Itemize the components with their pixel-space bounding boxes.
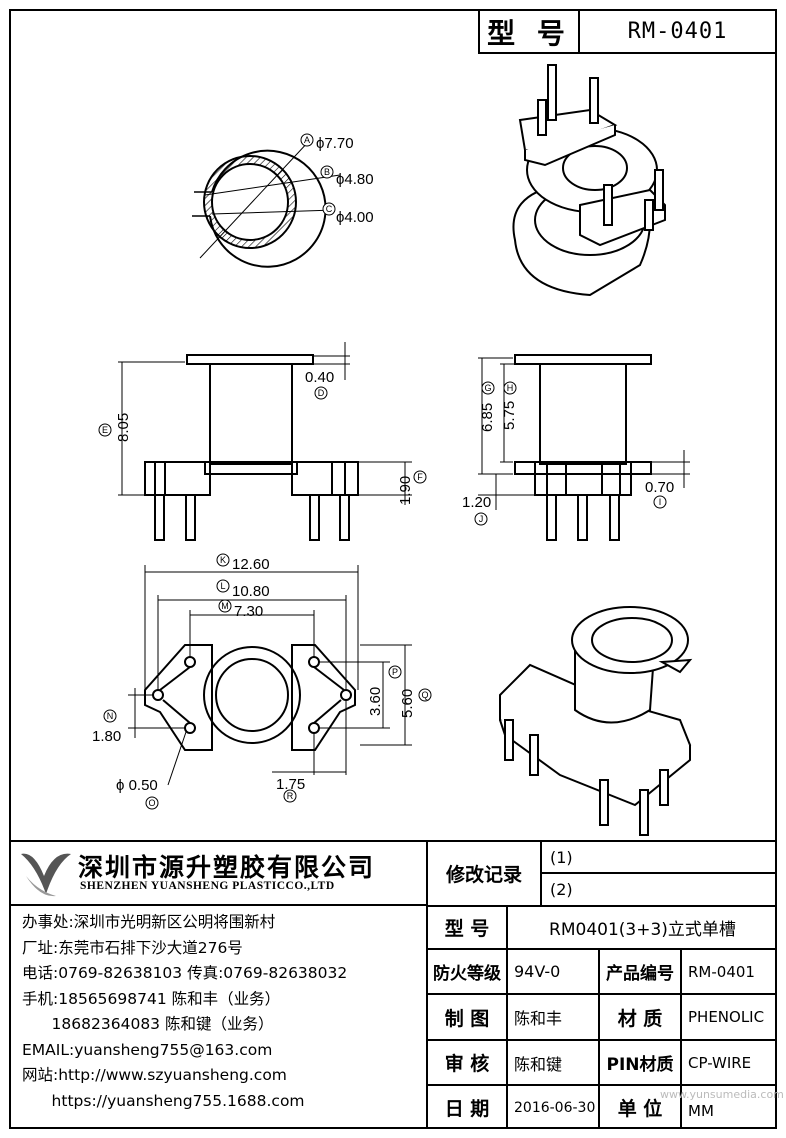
svg-text:K: K <box>220 555 226 565</box>
spec-product-no-value: RM-0401 <box>688 962 755 981</box>
spec-fire-value: 94V-0 <box>514 962 561 981</box>
svg-text:F: F <box>417 472 423 482</box>
spec-drawn-value: 陈和丰 <box>514 1009 563 1028</box>
drawing-frame <box>9 9 777 1129</box>
revision-row-2: (2) <box>550 879 573 899</box>
dim-k-value: 12.60 <box>232 556 270 573</box>
spec-review-label: 审 核 <box>444 1053 490 1075</box>
header-model-label: 型 号 <box>480 11 580 52</box>
svg-text:J: J <box>479 514 484 524</box>
spec-fire-label: 防火等级 <box>433 964 501 984</box>
front-view-dims <box>118 342 412 505</box>
spec-product-no-label: 产品编号 <box>606 964 674 984</box>
dim-h-value: 5.75 <box>501 401 518 430</box>
svg-text:H: H <box>507 383 514 393</box>
contact-website-2: https://yuansheng755.1688.com <box>22 1091 305 1110</box>
spec-date-label: 日 期 <box>444 1098 490 1120</box>
spec-date-value: 2016-06-30 <box>514 1099 596 1116</box>
dim-circle-c: C <box>326 204 333 214</box>
side-view-dims <box>478 357 690 510</box>
dim-j-value: 1.20 <box>462 494 491 511</box>
svg-text:R: R <box>287 791 294 801</box>
company-name-en: SHENZHEN YUANSHENG PLASTICCO.,LTD <box>80 880 335 892</box>
top-view <box>192 139 341 268</box>
svg-text:O: O <box>148 798 155 808</box>
contact-factory: 厂址:东莞市石排下沙大道276号 <box>22 938 243 957</box>
spec-review-value: 陈和键 <box>514 1054 563 1074</box>
dim-r-value: 1.75 <box>276 776 305 793</box>
dim-l-value: 10.80 <box>232 583 270 600</box>
company-contacts: 办事处:深圳市光明新区公明将围新村 厂址:东莞市石排下沙大道276号 电话:07… <box>22 910 422 1114</box>
spec-material-value: PHENOLIC <box>688 1008 765 1026</box>
bottom-view-dims <box>128 565 412 786</box>
spec-pin-value: CP-WIRE <box>688 1053 752 1072</box>
isometric-view-bottom <box>499 606 693 836</box>
svg-text:I: I <box>659 497 662 507</box>
company-header: 深圳市源升塑胶有限公司 SHENZHEN YUANSHENG PLASTICCO… <box>10 842 426 904</box>
svg-text:N: N <box>107 711 114 721</box>
header-model-box: 型 号 RM-0401 <box>478 9 777 54</box>
dim-q-value: 5.60 <box>399 689 416 718</box>
dim-f-value: 1.90 <box>397 476 414 505</box>
spec-unit-value: MM <box>688 1101 714 1120</box>
dim-i-value: 0.70 <box>645 479 674 496</box>
contact-website: 网站:http://www.szyuansheng.com <box>22 1066 287 1084</box>
top-view-dims: A ϕ7.70 B ϕ4.80 C ϕ4.00 <box>300 133 374 226</box>
dim-e-value: 8.05 <box>115 413 132 442</box>
dim-m-value: 7.30 <box>234 603 263 620</box>
dim-o-value: ϕ 0.50 <box>116 777 158 794</box>
svg-text:P: P <box>392 667 398 677</box>
spec-material-label: 材 质 <box>617 1007 663 1030</box>
revision-row-1: (1) <box>550 847 573 867</box>
dim-circle-a: A <box>304 135 310 145</box>
dim-g-value: 6.85 <box>479 403 496 432</box>
contact-email: EMAIL:yuansheng755@163.com <box>22 1040 273 1059</box>
svg-text:G: G <box>484 383 491 393</box>
dim-d-value: 0.40 <box>305 369 334 386</box>
side-view <box>514 354 652 541</box>
svg-text:D: D <box>318 388 325 398</box>
spec-pin-label: PIN材质 <box>606 1055 674 1075</box>
isometric-view-top <box>512 64 666 297</box>
header-model-value: RM-0401 <box>627 19 728 44</box>
spec-model-label: 型 号 <box>444 918 490 940</box>
tube-bore <box>211 163 289 241</box>
bottom-view-dim-text: K 12.60 L 10.80 M 7.30 N 1.80 ϕ 0.50 O P… <box>92 553 432 810</box>
front-view-dim-text: 0.40 D 8.05 E 1.90 F <box>98 369 427 505</box>
watermark-text: www.yunsumedia.com <box>660 1088 784 1101</box>
bottom-view <box>144 644 356 751</box>
contact-phone: 电话:0769-82638103 传真:0769-82638032 <box>22 964 348 982</box>
contact-office: 办事处:深圳市光明新区公明将围新村 <box>22 913 276 931</box>
dim-c-value: ϕ4.00 <box>336 209 374 226</box>
spec-unit-label: 单 位 <box>617 1098 663 1120</box>
dim-n-value: 1.80 <box>92 728 121 745</box>
svg-text:E: E <box>102 425 108 435</box>
dim-b-value: ϕ4.80 <box>336 171 374 188</box>
dim-a-value: ϕ7.70 <box>316 135 354 152</box>
spec-drawn-label: 制 图 <box>444 1007 490 1030</box>
svg-text:L: L <box>220 581 225 591</box>
company-logo-icon <box>21 853 71 897</box>
technical-drawing: A ϕ7.70 B ϕ4.80 C ϕ4.00 <box>92 64 693 836</box>
revision-label: 修改记录 <box>445 864 522 886</box>
contact-mobile-2: 18682364083 陈和键（业务） <box>22 1015 274 1033</box>
dim-p-value: 3.60 <box>367 687 384 716</box>
side-view-dim-text: 6.85 G 5.75 H 0.70 I 1.20 J <box>462 381 674 526</box>
svg-text:M: M <box>221 601 229 611</box>
company-name-cn: 深圳市源升塑胶有限公司 <box>78 853 376 882</box>
dim-circle-b: B <box>324 167 330 177</box>
spec-model-value: RM0401(3+3)立式单槽 <box>549 920 736 940</box>
svg-text:Q: Q <box>421 690 428 700</box>
title-block <box>9 840 777 1129</box>
contact-mobile-1: 手机:18565698741 陈和丰（业务） <box>22 989 281 1008</box>
front-view <box>144 354 359 541</box>
